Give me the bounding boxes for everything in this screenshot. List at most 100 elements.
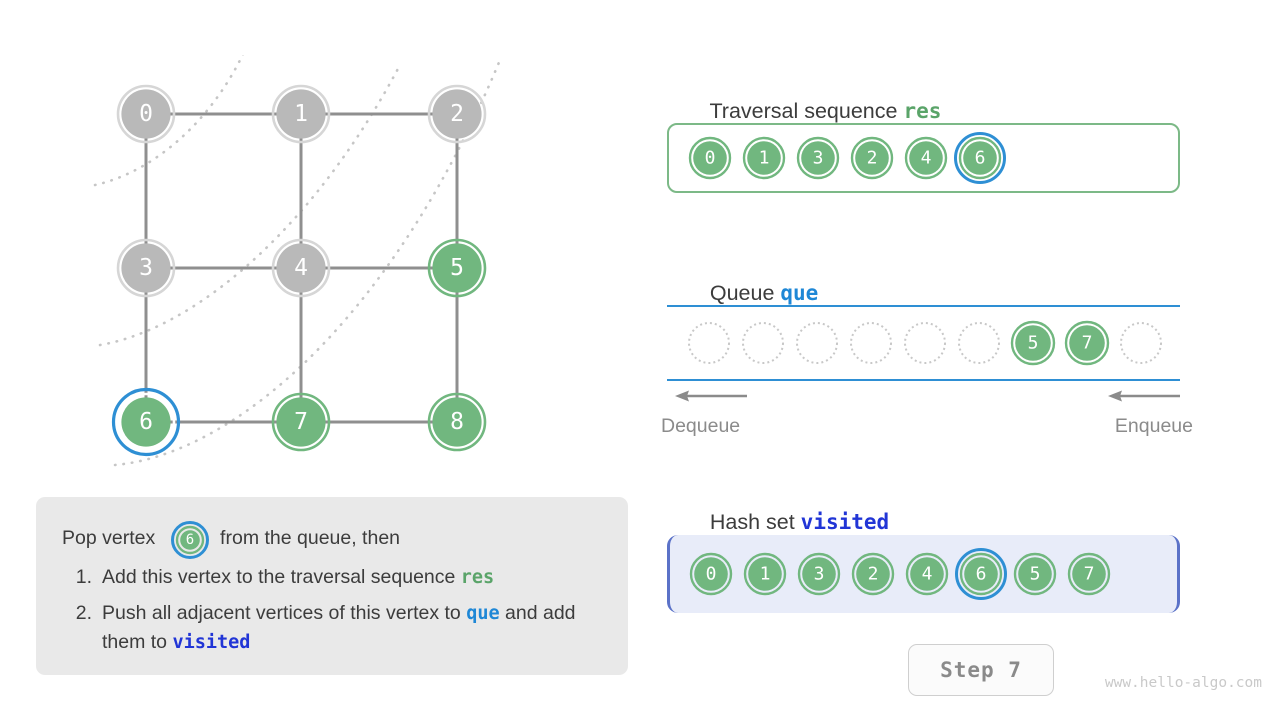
- queue-title-code: que: [780, 281, 819, 305]
- caption-code-visited: visited: [172, 632, 251, 653]
- visited-node-2[interactable]: 3: [792, 547, 846, 601]
- graph-vertex-2[interactable]: 2: [427, 84, 487, 144]
- decorative-dotted-curve: [113, 58, 502, 467]
- svg-text:6: 6: [975, 148, 986, 169]
- graph-vertex-1[interactable]: 1: [271, 84, 331, 144]
- visited-node-3[interactable]: 2: [846, 547, 900, 601]
- svg-text:2: 2: [867, 148, 878, 169]
- graph-vertex-3[interactable]: 3: [116, 238, 176, 298]
- res-node-5[interactable]: 6: [953, 131, 1007, 185]
- caption-step-text: Add this vertex to the traversal sequenc…: [102, 566, 461, 588]
- queue-title-plain: Queue: [709, 281, 781, 305]
- graph-vertex-label: 4: [294, 255, 308, 281]
- caption-step-1: 1. Add this vertex to the traversal seque…: [62, 563, 602, 592]
- visited-title-plain: Hash set: [709, 510, 801, 534]
- svg-text:7: 7: [1082, 333, 1093, 354]
- graph-vertex-label: 5: [450, 255, 464, 281]
- svg-text:6: 6: [976, 564, 987, 585]
- res-node-1[interactable]: 1: [737, 131, 791, 185]
- caption-step-number: 2.: [75, 602, 92, 624]
- queue-slot-6[interactable]: 5: [1006, 316, 1060, 370]
- res-title-plain: Traversal sequence: [709, 99, 904, 123]
- queue-slot-2[interactable]: [790, 316, 844, 370]
- res-node-0[interactable]: 0: [683, 131, 737, 185]
- res-node-3[interactable]: 2: [845, 131, 899, 185]
- svg-text:1: 1: [759, 148, 770, 169]
- graph-vertex-4[interactable]: 4: [271, 238, 331, 298]
- caption-step-number: 1.: [75, 566, 92, 588]
- queue-title: Queue que: [674, 256, 818, 331]
- visited-node-5[interactable]: 6: [954, 547, 1008, 601]
- svg-text:0: 0: [705, 148, 716, 169]
- graph-vertex-0[interactable]: 0: [116, 84, 176, 144]
- graph-panel: 0 1 2 3 4 5 6 7 8: [60, 55, 620, 475]
- enqueue-arrow-icon: [1108, 390, 1180, 402]
- graph-vertex-7[interactable]: 7: [271, 392, 331, 452]
- graph-vertex-label: 8: [450, 409, 464, 435]
- graph-vertex-label: 1: [294, 101, 308, 127]
- enqueue-label: Enqueue: [1114, 415, 1193, 437]
- queue-arrow-row: [666, 388, 1180, 404]
- res-title: Traversal sequence res: [674, 74, 941, 149]
- res-container: 0 1 3 2 4 6: [667, 123, 1180, 193]
- watermark: www.hello-algo.com: [1104, 675, 1262, 691]
- queue-slot-0[interactable]: [682, 316, 736, 370]
- graph-vertex-8[interactable]: 8: [427, 392, 487, 452]
- svg-text:1: 1: [760, 564, 771, 585]
- caption-step-list: 1. Add this vertex to the traversal seque…: [62, 563, 602, 657]
- visited-node-7[interactable]: 7: [1062, 547, 1116, 601]
- svg-text:3: 3: [814, 564, 825, 585]
- queue-slot-8[interactable]: [1114, 316, 1168, 370]
- caption-step-2: 2. Push all adjacent vertices of this ver…: [62, 599, 602, 657]
- visited-node-0[interactable]: 0: [684, 547, 738, 601]
- dequeue-label: Dequeue: [661, 415, 741, 437]
- graph-vertex-label: 7: [294, 409, 308, 435]
- caption-code-que: que: [466, 603, 500, 624]
- decorative-dotted-curve: [93, 55, 244, 187]
- graph-vertex-label: 6: [139, 409, 153, 435]
- visited-title-code: visited: [800, 510, 890, 534]
- queue-bottom-rule: [667, 379, 1180, 381]
- svg-text:7: 7: [1084, 564, 1095, 585]
- queue-slot-4[interactable]: [898, 316, 952, 370]
- graph-vertex-6[interactable]: 6: [111, 387, 181, 457]
- graph-vertex-5[interactable]: 5: [427, 238, 487, 298]
- caption-box: Pop vertex 6 from the queue, then 1. Add …: [36, 497, 628, 675]
- queue-slot-5[interactable]: [952, 316, 1006, 370]
- res-cell-row: 0 1 3 2 4 6: [683, 125, 1007, 191]
- visited-node-1[interactable]: 1: [738, 547, 792, 601]
- svg-text:5: 5: [1028, 333, 1039, 354]
- visited-node-6[interactable]: 5: [1008, 547, 1062, 601]
- svg-text:2: 2: [868, 564, 879, 585]
- step-badge: Step 7: [908, 644, 1054, 696]
- svg-text:3: 3: [813, 148, 824, 169]
- res-node-2[interactable]: 3: [791, 131, 845, 185]
- caption-text-before: Pop vertex: [62, 526, 161, 549]
- caption-step-text: and add them to: [102, 602, 576, 653]
- queue-slot-1[interactable]: [736, 316, 790, 370]
- caption-text-after: from the queue, then: [214, 526, 401, 549]
- decorative-dotted-curve: [98, 63, 402, 347]
- dequeue-arrow-icon: [675, 390, 747, 402]
- graph-vertex-label: 2: [450, 101, 464, 127]
- queue-slot-7[interactable]: 7: [1060, 316, 1114, 370]
- res-node-4[interactable]: 4: [899, 131, 953, 185]
- svg-text:0: 0: [706, 564, 717, 585]
- visited-node-4[interactable]: 4: [900, 547, 954, 601]
- queue-slot-3[interactable]: [844, 316, 898, 370]
- svg-text:6: 6: [185, 532, 193, 548]
- graph-vertex-label: 0: [139, 101, 153, 127]
- caption-code-res: res: [460, 567, 495, 588]
- graph-vertex-label: 3: [139, 255, 153, 281]
- visited-title: Hash set visited: [674, 485, 889, 560]
- caption-vertex-node: 6: [170, 520, 209, 559]
- caption-line-1: Pop vertex 6 from the queue, then: [62, 519, 602, 559]
- caption-step-text: Push all adjacent vertices of this verte…: [102, 602, 467, 624]
- queue-top-rule: [667, 305, 1180, 307]
- svg-text:4: 4: [921, 148, 932, 169]
